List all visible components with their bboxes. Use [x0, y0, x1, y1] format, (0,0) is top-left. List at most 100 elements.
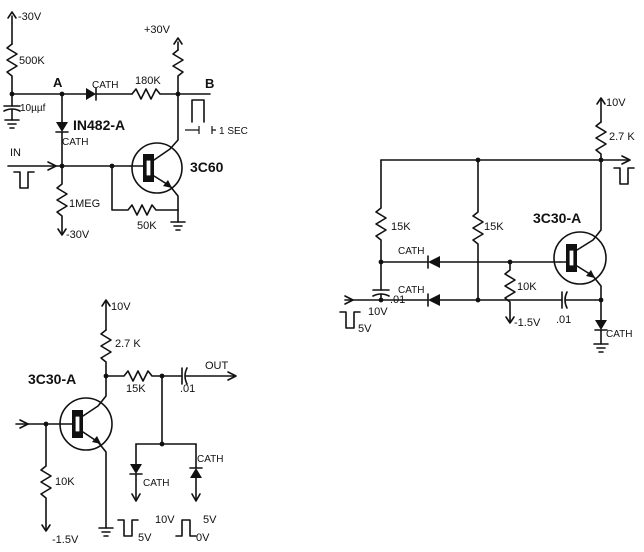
c1-transistor-circle [131, 142, 183, 194]
c2-diode-upper [428, 256, 440, 268]
c3-transistor-emitter [82, 431, 107, 529]
c1-cap-plate-bottom [3, 108, 21, 112]
c1-time-marker [185, 126, 216, 134]
c1-resistor-collector [172, 49, 184, 95]
c2-resistor-base [504, 261, 516, 323]
c1-r-bottom-label: 1MEG [69, 198, 100, 210]
c2-input-pulse [339, 311, 361, 329]
c1-resistor-180k [131, 88, 179, 100]
c3-output-label: OUT [205, 360, 229, 372]
c2-diode-right [595, 320, 607, 330]
c2-ground [593, 343, 609, 353]
c1-cap-label: 10µµf [20, 103, 46, 114]
c3-pulse-right [175, 519, 197, 537]
c3-pulse-left-low: 5V [138, 532, 152, 544]
c2-r-base-label: 10K [517, 281, 537, 293]
c1-input-label: IN [10, 147, 21, 159]
c1-r-series-label: 180K [135, 75, 161, 87]
c1-supply-pos-arrow [173, 37, 183, 45]
c2-cap-right-label: .01 [556, 314, 571, 326]
c1-node-a: A [53, 75, 63, 90]
c2-resistor-mid [472, 159, 484, 301]
c2-transistor-base-slot [568, 249, 575, 267]
c2-input-high: 10V [368, 306, 388, 318]
c1-transistor-emitter [153, 175, 179, 211]
c3-input-arrow [19, 419, 29, 429]
c2-r-collector-label: 2.7 K [609, 131, 635, 143]
c1-junction-base [109, 163, 115, 169]
c1-diode-mid-label: CATH [62, 137, 88, 148]
c3-ground [98, 527, 114, 537]
c3-bias-label: -1.5V [52, 534, 79, 546]
c2-input-arrow [344, 295, 354, 305]
c2-input-low: 5V [358, 323, 372, 335]
c3-output-arrow [227, 371, 237, 381]
c3-diode-left-label: CATH [143, 478, 169, 489]
c3-r-collector-label: 2.7 K [115, 338, 141, 350]
c3-r-base-label: 10K [55, 476, 75, 488]
c3-resistor-series [105, 370, 183, 382]
c1-transistor-label: 3C60 [190, 159, 224, 175]
c1-supply-neg-bottom-label: -30V [66, 229, 90, 241]
c2-diode-right-label: CATH [606, 329, 632, 340]
c3-diode-left-arrow [131, 493, 141, 502]
c1-resistor-500k [6, 43, 18, 95]
c2-output-arrow [621, 155, 631, 165]
c1-ground-cap [4, 119, 20, 129]
c3-resistor-base [40, 423, 52, 531]
c2-junction-bottom-left [378, 297, 384, 303]
c2-junction-bottom-mid [475, 297, 481, 303]
c1-input-arrow [47, 161, 57, 171]
c1-transistor-collector [153, 93, 179, 161]
c1-emitter-arrow [163, 180, 172, 188]
c2-diode-lower [428, 294, 440, 306]
c3-diode-left [130, 464, 142, 474]
c1-diode-ref: IN482-A [73, 117, 125, 133]
c2-supply-label: 10V [606, 97, 626, 109]
c3-pulse-right-low: 0V [196, 532, 210, 544]
circuit-3: 10V 2.7 K 15K .01 OUT CATH CATH 10V 5V [15, 299, 237, 546]
circuit-1: -30V 500K CATH 180K A B 10µµf +30V [3, 11, 248, 241]
c2-cap-right-plate-right [564, 291, 568, 309]
c3-transistor-label: 3C30-A [28, 371, 76, 387]
c2-bias-arrow [505, 316, 515, 324]
c2-emitter-arrow [586, 270, 595, 278]
c3-pulse-left-high: 10V [155, 514, 175, 526]
c3-supply-label: 10V [111, 301, 131, 313]
c1-r-feedback-label: 50K [137, 220, 157, 232]
c1-time-label: 1 SEC [219, 126, 248, 137]
c2-transistor-emitter [576, 265, 602, 321]
c3-diode-right-arrow [191, 493, 201, 502]
c1-supply-pos-label: +30V [144, 24, 171, 36]
c2-transistor-circle [553, 231, 607, 285]
c1-diode-vertical [56, 122, 68, 132]
c2-resistor-left [375, 159, 387, 263]
c1-node-b: B [205, 76, 214, 91]
c3-pulse-right-high: 5V [203, 514, 217, 526]
c1-transistor-base-slot [145, 159, 152, 177]
c3-diode-right-label: CATH [197, 454, 223, 465]
c3-cap-label: .01 [180, 383, 195, 395]
c1-resistor-50k [111, 165, 179, 216]
c3-r-series-label: 15K [126, 383, 146, 395]
c1-resistor-1meg [56, 165, 68, 235]
c3-emitter-arrow [92, 436, 101, 444]
c1-r-top-label: 500K [19, 55, 45, 67]
c2-diode-upper-label: CATH [398, 246, 424, 257]
c1-ground [170, 221, 186, 231]
c2-diode-lower-label: CATH [398, 285, 424, 296]
c3-bias-arrow [41, 524, 51, 532]
c1-input-pulse [13, 171, 35, 189]
c3-supply-arrow [101, 299, 111, 307]
c2-r-mid-label: 15K [484, 221, 504, 233]
c1-supply-neg-bottom-arrow [57, 228, 67, 236]
c3-diode-right [190, 468, 202, 478]
c2-output-pulse [613, 167, 635, 185]
c3-resistor-collector [100, 329, 112, 377]
c1-diode-series [86, 88, 96, 100]
c3-pulse-left [117, 519, 139, 537]
c3-cap-plate-right [184, 367, 188, 385]
c1-output-pulse [191, 99, 205, 123]
c2-transistor-collector [576, 159, 602, 251]
